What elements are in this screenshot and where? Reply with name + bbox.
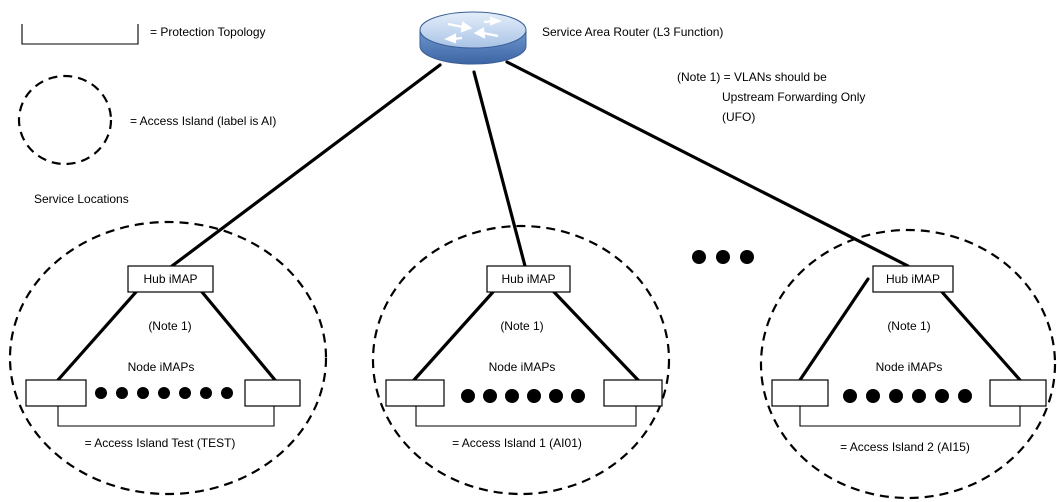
uplink-test [170, 63, 442, 268]
uplink-ai01 [472, 70, 527, 268]
router-icon [419, 11, 527, 65]
hub-link-left [798, 277, 870, 382]
hub-imap-label: Hub iMAP [143, 272, 197, 286]
router-label: Service Area Router (L3 Function) [542, 25, 723, 39]
node-imaps-label: Node iMAPs [876, 360, 943, 374]
note-line-1: (Note 1) = VLANs should be [677, 70, 827, 84]
hub-link-left [412, 290, 495, 382]
more-islands-indicator [692, 250, 754, 264]
access-island-ai01: Hub iMAP (Note 1) Node iMAPs = Access Is… [371, 224, 671, 496]
protection-topology-label: = Protection Topology [150, 25, 266, 39]
node-imaps-label: Node iMAPs [128, 360, 195, 374]
hub-imap-label: Hub iMAP [886, 272, 940, 286]
node-dots [843, 389, 972, 403]
legend: = Protection Topology = Access Island (l… [17, 24, 276, 166]
hub-link-right [940, 290, 1022, 382]
access-island-boundary [8, 220, 328, 496]
hub-imap-box [486, 265, 571, 293]
note-ref-label: (Note 1) [148, 319, 191, 333]
node-imap-left [385, 379, 445, 407]
node-imap-left [25, 379, 87, 407]
note-ref-label: (Note 1) [500, 319, 543, 333]
node-imap-left [771, 379, 829, 407]
node-dots [95, 387, 233, 399]
island-caption: = Access Island 2 (AI15) [840, 440, 970, 454]
note-ufo: (Note 1) = VLANs should be Upstream Forw… [677, 70, 865, 124]
island-caption: = Access Island 1 (AI01) [452, 436, 582, 450]
uplink-ai15 [505, 60, 910, 268]
note-line-2: Upstream Forwarding Only [722, 90, 865, 104]
hub-imap-box [127, 265, 214, 293]
service-locations-label: Service Locations [34, 192, 129, 206]
hub-link-right [200, 290, 277, 382]
note-line-3: (UFO) [722, 110, 755, 124]
node-imap-right [989, 379, 1047, 407]
node-dots [461, 389, 585, 403]
hub-link-right [552, 290, 640, 382]
protection-bracket [415, 406, 637, 427]
access-island-ai15: Hub iMAP (Note 1) Node iMAPs = Access Is… [759, 228, 1057, 500]
hub-imap-label: Hub iMAP [501, 272, 555, 286]
protection-topology-symbol [21, 24, 139, 45]
access-island-boundary [371, 224, 671, 496]
hub-link-left [56, 290, 138, 382]
node-imap-right [244, 379, 301, 407]
protection-bracket [57, 406, 275, 427]
access-island-test: Hub iMAP (Note 1) Node iMAPs = Access Is… [8, 220, 328, 496]
node-imap-right [603, 379, 663, 407]
access-island-legend-label: = Access Island (label is AI) [130, 114, 276, 128]
access-island-symbol [17, 74, 113, 166]
protection-bracket [799, 406, 1021, 427]
access-island-boundary [759, 228, 1057, 500]
note-ref-label: (Note 1) [887, 319, 930, 333]
node-imaps-label: Node iMAPs [489, 360, 556, 374]
island-caption: = Access Island Test (TEST) [85, 436, 236, 450]
hub-imap-box [872, 265, 954, 293]
